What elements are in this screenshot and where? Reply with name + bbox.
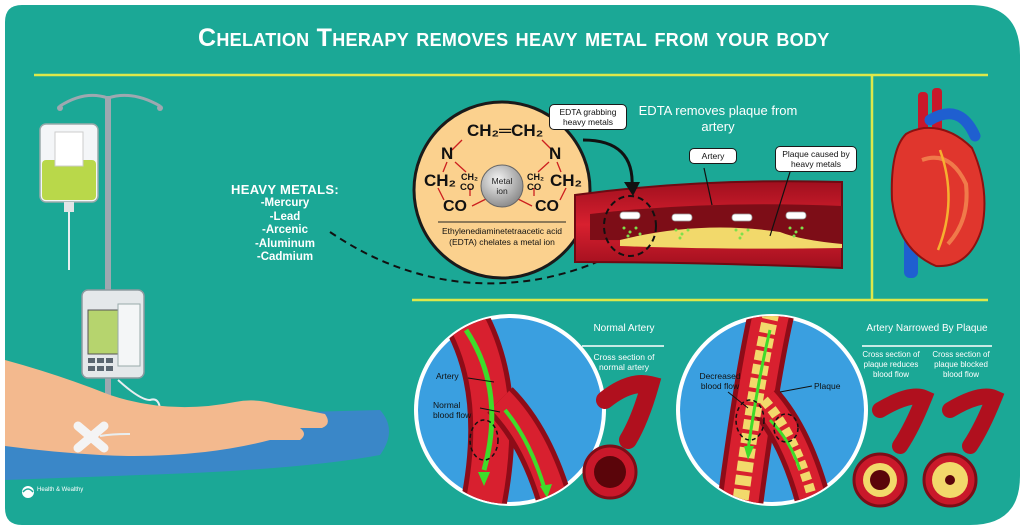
narrowed-artery-circle — [676, 314, 868, 506]
edta-grabbing-callout: EDTA grabbing heavy metals — [549, 104, 627, 130]
logo-icon — [22, 486, 34, 498]
grab-arrow — [582, 138, 634, 189]
artery-callout: Artery — [689, 148, 737, 164]
plaque-callout: Plaque caused by heavy metals — [775, 146, 857, 172]
molecule-n-right: N — [549, 144, 562, 163]
heavy-metals-list: HEAVY METALS: -Mercury -Lead -Arcenic -A… — [210, 182, 360, 265]
plaque-deposit — [620, 227, 842, 249]
molecule-co-right: CO — [535, 198, 559, 215]
molecule-co-left: CO — [443, 198, 467, 215]
iv-pole — [57, 93, 163, 426]
blocked-cross-section-label: Cross section of plaque blocked blood fl… — [932, 350, 990, 379]
iv-bag — [39, 123, 99, 270]
metal-item: -Cadmium — [256, 251, 314, 263]
molecule-ch2-left: CH₂ — [424, 171, 457, 190]
normal-cross-section — [582, 375, 662, 500]
edta-removes-heading: EDTA removes plaque from artery — [638, 103, 798, 134]
normal-flow-label: Normal blood flow — [433, 400, 472, 420]
metal-item: -Arcenic — [261, 224, 309, 236]
artery-tube — [574, 180, 843, 270]
heart-icon — [890, 88, 986, 278]
normal-artery-label: Artery — [436, 371, 459, 381]
metal-item: -Mercury — [260, 197, 310, 209]
molecule-caption: Ethylenediaminetetraacetic acid (EDTA) c… — [441, 226, 562, 247]
molecule-n-left: N — [441, 144, 454, 163]
page-title: Chelation Therapy removes heavy metal fr… — [198, 24, 830, 52]
metal-item: -Aluminum — [254, 237, 316, 250]
molecule-ch2-inner-right: CH₂ — [527, 172, 544, 182]
dashed-pointer — [329, 231, 629, 285]
molecule-ch2-right: CH₂ — [550, 171, 583, 190]
reduced-cross-section — [852, 388, 935, 508]
normal-artery-heading: Normal Artery — [593, 323, 655, 334]
molecule-ch2-inner-left: CH₂ — [461, 172, 478, 182]
metal-item: -Lead — [269, 210, 301, 223]
highlight-dashed-circle — [603, 195, 657, 257]
normal-cross-section-label: Cross section of normal artery — [593, 352, 655, 372]
blocked-cross-section — [922, 388, 1005, 508]
plaque-label: Plaque — [814, 381, 841, 391]
reduced-cross-section-label: Cross section of plaque reduces blood fl… — [862, 350, 920, 379]
metal-ion-label: Metal ion — [491, 176, 513, 196]
decreased-flow-label: Decreased blood flow — [699, 371, 741, 391]
logo-text: Health & Wealthy — [37, 487, 84, 493]
divider-lines — [34, 73, 988, 302]
molecule-co-inner-right: CO — [527, 182, 542, 193]
metal-ion-sphere — [480, 164, 524, 208]
iv-tape-icon — [73, 421, 109, 453]
infusion-pump — [81, 289, 162, 435]
heavy-metals-heading: HEAVY METALS: — [231, 182, 339, 197]
molecule-co-inner-left: CO — [460, 182, 475, 193]
narrowed-artery-heading: Artery Narrowed By Plaque — [866, 323, 988, 334]
molecule-top-chain: CH₂═CH₂ — [467, 121, 544, 140]
